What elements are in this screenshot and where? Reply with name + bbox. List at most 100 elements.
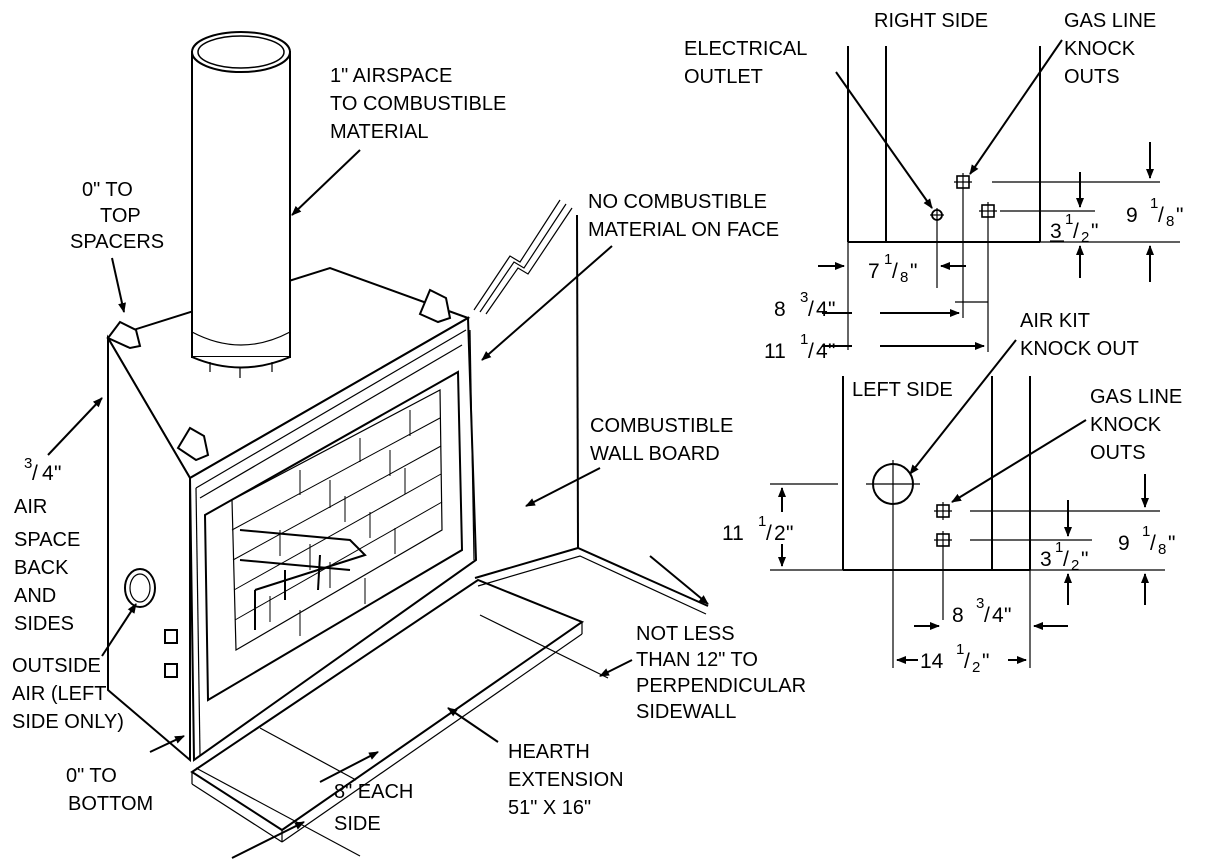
dim-l-11-1-2-slash: / — [766, 522, 772, 545]
dim-l-8-3-4-unit: " — [1004, 604, 1011, 627]
outside-air-line-2: AIR (LEFT — [12, 683, 106, 705]
dim-l-3-1-2-whole: 3 — [1040, 548, 1052, 571]
gas-line-l-line-1: GAS LINE — [1090, 386, 1182, 408]
gas-line-l-line-2: KNOCK — [1090, 414, 1162, 436]
dim-r-11-1-4-num: 1 — [800, 331, 808, 348]
dim-l-8-3-4-whole: 8 — [952, 604, 964, 627]
dim-r-9-1-8-slash: / — [1158, 204, 1164, 227]
dim-r-8-3-4-unit: " — [828, 298, 835, 321]
electrical-line-1: ELECTRICAL — [684, 38, 807, 60]
dim-r-8-3-4: 8 3 / 4 " — [774, 289, 835, 321]
dim-r-7-1-8-unit: " — [910, 260, 917, 283]
label-not-less: NOT LESS THAN 12" TO PERPENDICULAR SIDEW… — [479, 555, 806, 723]
airspace-line-1: 1" AIRSPACE — [330, 65, 452, 87]
not-less-line-4: SIDEWALL — [636, 701, 736, 723]
dim-r-3-1-2-whole: 3 — [1050, 220, 1062, 243]
label-air-space: 3 / 4 " AIR SPACE BACK AND SIDES — [14, 397, 103, 635]
dim-l-11-1-2-whole: 11 — [722, 522, 744, 545]
air-space-frac-num: 3 — [24, 455, 32, 472]
dim-l-9-1-8-num: 1 — [1142, 523, 1150, 540]
dim-r-9-1-8-den: 8 — [1166, 213, 1174, 230]
air-space-line-4: AND — [14, 585, 56, 607]
dim-r-3-1-2-num: 1 — [1065, 211, 1073, 228]
dim-l-9-1-8-whole: 9 — [1118, 532, 1130, 555]
air-kit-line-2: KNOCK OUT — [1020, 338, 1139, 360]
dim-l-3-1-2-slash: / — [1063, 548, 1069, 571]
dim-r-11-1-4-unit: " — [828, 340, 835, 363]
right-side-title: RIGHT SIDE — [874, 10, 988, 32]
air-space-frac-den: 4 — [42, 462, 54, 485]
dim-r-8-3-4-whole: 8 — [774, 298, 786, 321]
dim-l-8-3-4-slash: / — [984, 604, 990, 627]
label-hearth: HEARTH EXTENSION 51" X 16" — [447, 707, 624, 819]
electrical-line-2: OUTLET — [684, 66, 763, 88]
combustible-wall-line-2: WALL BOARD — [590, 443, 720, 465]
air-space-frac-slash: / — [32, 462, 38, 485]
dim-l-11-1-2-unit: " — [786, 522, 793, 545]
dim-l-3-1-2-num: 1 — [1055, 539, 1063, 556]
dim-l-8-3-4-num: 3 — [976, 595, 984, 612]
zero-bottom-line-2: BOTTOM — [68, 793, 153, 815]
hearth-line-3: 51" X 16" — [508, 797, 591, 819]
outside-air-line-1: OUTSIDE — [12, 655, 101, 677]
top-spacers-line-2: TOP — [100, 205, 141, 227]
dim-l-8-3-4-den: 4 — [992, 604, 1004, 627]
dim-r-11-1-4-den: 4 — [816, 340, 828, 363]
label-zero-bottom: 0" TO BOTTOM — [66, 735, 185, 815]
dim-l-11-1-2-den: 2 — [774, 522, 786, 545]
dim-r-9-1-8-num: 1 — [1150, 195, 1158, 212]
dim-l-3-1-2-den: 2 — [1071, 557, 1079, 574]
dim-r-9-1-8-whole: 9 — [1126, 204, 1138, 227]
dim-r-8-3-4-slash: / — [808, 298, 814, 321]
no-combustible-line-1: NO COMBUSTIBLE — [588, 191, 767, 213]
gas-line-l-line-3: OUTS — [1090, 442, 1146, 464]
dim-l-14-1-2-num: 1 — [956, 641, 964, 658]
not-less-line-3: PERPENDICULAR — [636, 675, 806, 697]
dim-l-14-1-2-unit: " — [982, 650, 989, 673]
eight-each-line-1: 8" EACH — [334, 781, 413, 803]
air-space-line-5: SIDES — [14, 613, 74, 635]
dim-r-3-1-2-den: 2 — [1081, 229, 1089, 246]
label-airspace: 1" AIRSPACE TO COMBUSTIBLE MATERIAL — [291, 65, 506, 216]
label-no-combustible: NO COMBUSTIBLE MATERIAL ON FACE — [481, 191, 779, 361]
combustible-wall-line-1: COMBUSTIBLE — [590, 415, 733, 437]
right-side-view: RIGHT SIDE ELECTRICAL OUTLET GAS LINE KN… — [684, 10, 1180, 352]
dim-r-8-3-4-num: 3 — [800, 289, 808, 306]
left-side-title: LEFT SIDE — [852, 379, 953, 401]
dim-l-3-1-2: 3 1 / 2 " — [1040, 539, 1088, 574]
dim-r-11-1-4-slash: / — [808, 340, 814, 363]
dim-l-3-1-2-unit: " — [1081, 548, 1088, 571]
top-spacers-line-1: 0" TO — [82, 179, 133, 201]
fireplace-drawing — [106, 31, 709, 843]
top-spacers-line-3: SPACERS — [70, 231, 164, 253]
dim-l-9-1-8: 9 1 / 8 " — [1118, 523, 1175, 558]
dim-l-9-1-8-slash: / — [1150, 532, 1156, 555]
no-combustible-line-2: MATERIAL ON FACE — [588, 219, 779, 241]
dim-r-7-1-8: 7 1 / 8 " — [868, 251, 917, 286]
dim-r-3-1-2-unit: " — [1091, 220, 1098, 243]
dim-r-9-1-8: 9 1 / 8 " — [1126, 195, 1183, 230]
outside-air-line-3: SIDE ONLY) — [12, 711, 124, 733]
label-outside-air: OUTSIDE AIR (LEFT SIDE ONLY) — [12, 603, 137, 733]
left-side-view: LEFT SIDE AIR KIT KNOCK OUT GAS LINE KNO… — [770, 310, 1182, 668]
dim-r-7-1-8-num: 1 — [884, 251, 892, 268]
hearth-line-1: HEARTH — [508, 741, 590, 763]
dim-l-9-1-8-unit: " — [1168, 532, 1175, 555]
dim-r-3-1-2: 3 1 / 2 " — [1050, 211, 1098, 246]
dim-l-14-1-2-den: 2 — [972, 659, 980, 676]
dim-l-14-1-2: 14 1 / 2 " — [920, 641, 989, 676]
dim-r-11-1-4: 11 1 / 4 " — [764, 331, 835, 363]
eight-each-line-2: SIDE — [334, 813, 381, 835]
dim-r-7-1-8-slash: / — [892, 260, 898, 283]
airspace-line-2: TO COMBUSTIBLE — [330, 93, 506, 115]
dim-l-11-1-2-num: 1 — [758, 513, 766, 530]
airspace-line-3: MATERIAL — [330, 121, 429, 143]
dim-r-7-1-8-den: 8 — [900, 269, 908, 286]
dim-r-9-1-8-unit: " — [1176, 204, 1183, 227]
label-top-spacers: 0" TO TOP SPACERS — [70, 179, 164, 313]
dim-r-7-1-8-whole: 7 — [868, 260, 880, 283]
hearth-line-2: EXTENSION — [508, 769, 624, 791]
gas-line-r-line-2: KNOCK — [1064, 38, 1136, 60]
dim-r-11-1-4-whole: 11 — [764, 340, 786, 363]
